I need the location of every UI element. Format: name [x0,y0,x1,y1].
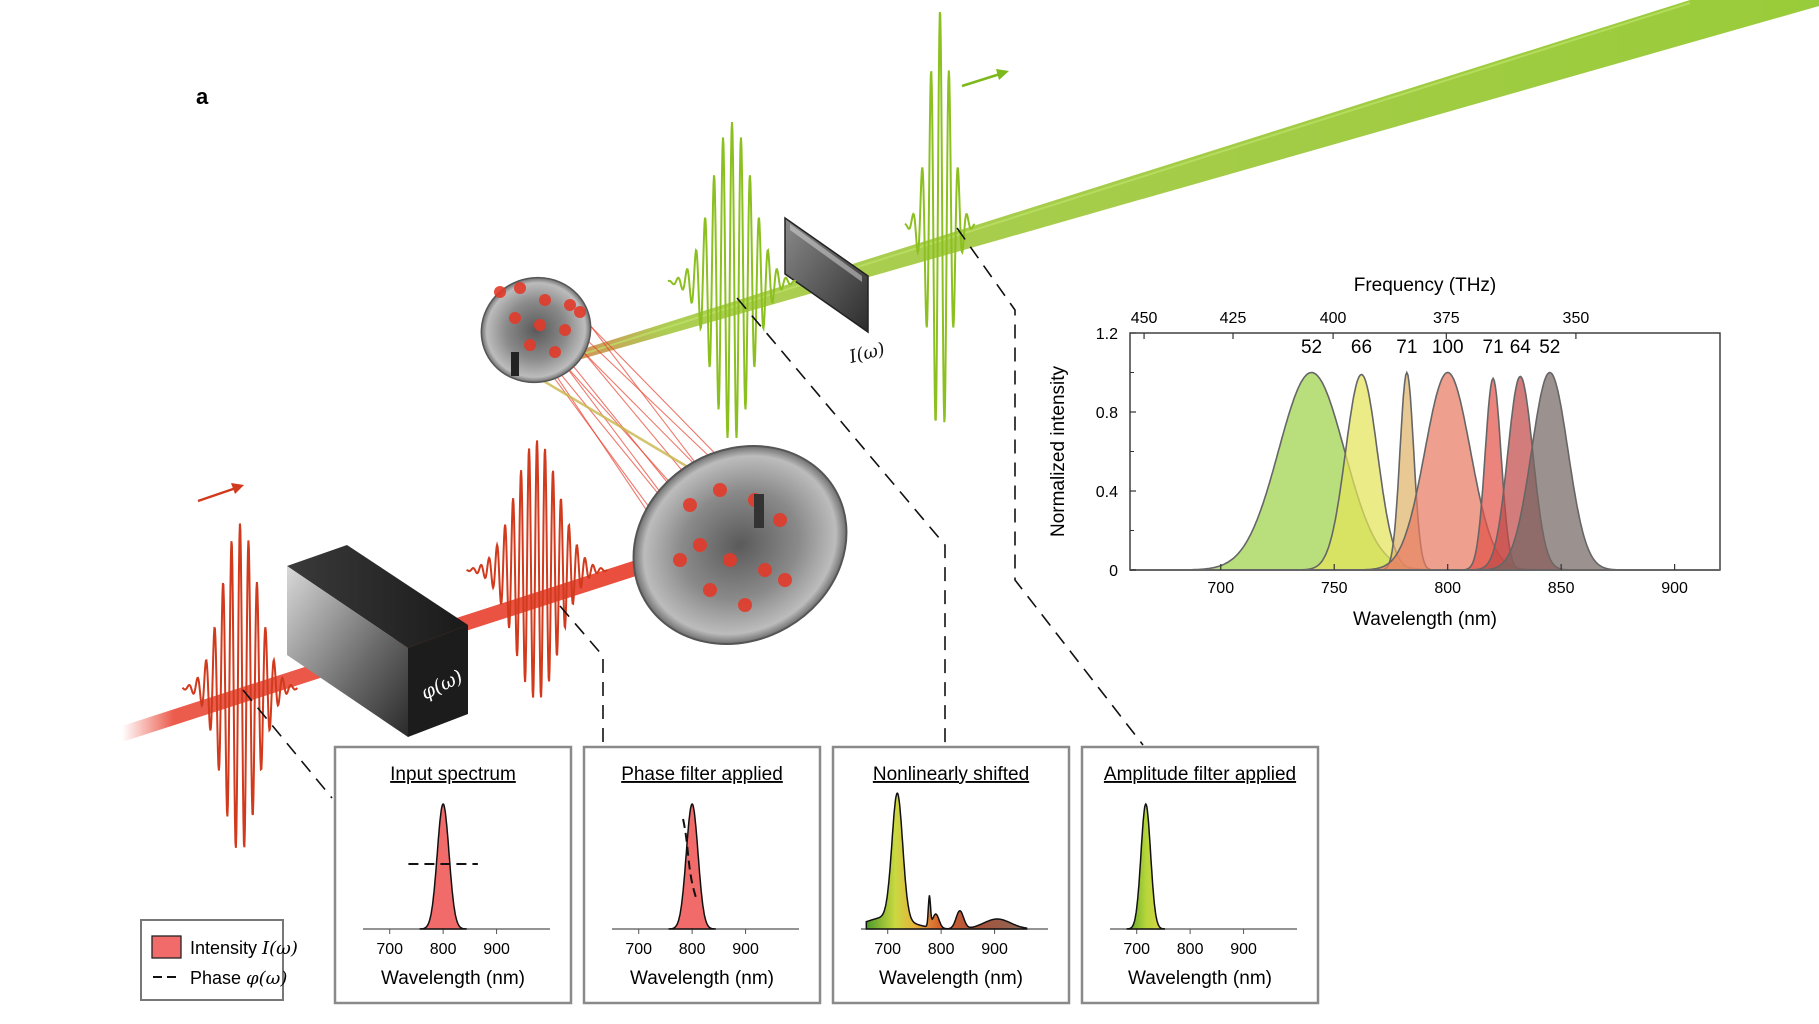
inset-tick-label: 800 [1177,941,1204,958]
series-label-1: 66 [1351,337,1372,358]
inset-tick-label: 700 [376,941,403,958]
dashed-leader-lines [242,227,1144,799]
legend: Intensity I(ω) Phase φ(ω) [140,919,298,1001]
inset-title: Input spectrum [390,764,516,785]
inset-tick-label: 700 [625,941,652,958]
inset-title: Nonlinearly shifted [873,764,1029,785]
y-tick-label: 0.4 [1096,484,1118,501]
pulse-waveforms [181,11,976,848]
legend-intensity-swatch [151,935,182,959]
inset-amplitude-filter: Amplitude filter applied 700 800 900Wavelen… [1080,745,1320,1005]
inset-xlabel: Wavelength (nm) [879,968,1023,989]
top-tick-label: 450 [1131,310,1158,327]
series-label-4: 71 [1483,337,1504,358]
panel-b-chart: b 52667110071645270075080085090000.40.81… [1048,275,1721,630]
inset-title: Phase filter applied [621,764,783,785]
top-tick-label: 375 [1433,310,1460,327]
top-axis-label: Frequency (THz) [1354,275,1497,296]
inset-tick-label: 700 [874,941,901,958]
inset-tick-label: 800 [928,941,955,958]
lower-concave-mirror [632,445,848,645]
top-tick-label: 400 [1320,310,1347,327]
inset-tick-label: 800 [679,941,706,958]
svg-text:Intensity I(ω): Intensity I(ω) [190,938,298,959]
inset-tick-label: 900 [732,941,759,958]
phase-filter-box: φ(ω) [287,545,468,737]
series-label-3: 100 [1432,337,1464,358]
inset-tick-label: 900 [483,941,510,958]
inset-tick-label: 700 [1123,941,1150,958]
y-tick-label: 0 [1109,563,1118,580]
upper-concave-mirror [480,276,592,384]
legend-phase-text: Phase [190,968,246,988]
series-area-6 [1130,371,1720,571]
legend-intensity-text: Intensity [190,938,262,958]
top-tick-label: 350 [1563,310,1590,327]
x-tick-label: 850 [1548,580,1575,597]
x-tick-label: 900 [1661,580,1688,597]
amplitude-mask-label: I(ω) [846,339,887,368]
inset-phase-filter: Phase filter applied 700 800 900Wavelength … [582,745,822,1005]
inset-tick-label: 900 [981,941,1008,958]
y-axis-label: Normalized intensity [1048,365,1069,537]
inset-tick-label: 900 [1230,941,1257,958]
series-label-6: 52 [1539,337,1560,358]
x-tick-label: 800 [1434,580,1461,597]
inset-xlabel: Wavelength (nm) [630,968,774,989]
top-tick-label: 425 [1220,310,1247,327]
series-label-5: 64 [1510,337,1532,358]
x-axis-label: Wavelength (nm) [1353,609,1497,630]
red-direction-arrow [197,483,244,503]
inset-xlabel: Wavelength (nm) [381,968,525,989]
legend-intensity-symbol: I(ω) [261,938,298,959]
inset-tick-label: 800 [430,941,457,958]
inset-xlabel: Wavelength (nm) [1128,968,1272,989]
panel-a-schematic: a φ(ω) I(ω) [122,0,1819,848]
svg-text:Phase φ(ω): Phase φ(ω) [190,968,287,989]
x-tick-label: 750 [1321,580,1348,597]
green-direction-arrow [961,69,1009,88]
series-label-2: 71 [1396,337,1417,358]
panel-a-label: a [196,84,209,109]
y-tick-label: 0.8 [1096,405,1118,422]
inset-title: Amplitude filter applied [1104,764,1296,785]
legend-phase-symbol: φ(ω) [246,968,287,989]
series-label-0: 52 [1301,337,1322,358]
green-output-beam [510,0,1819,378]
x-tick-label: 700 [1207,580,1234,597]
y-tick-label: 1.2 [1096,326,1118,343]
